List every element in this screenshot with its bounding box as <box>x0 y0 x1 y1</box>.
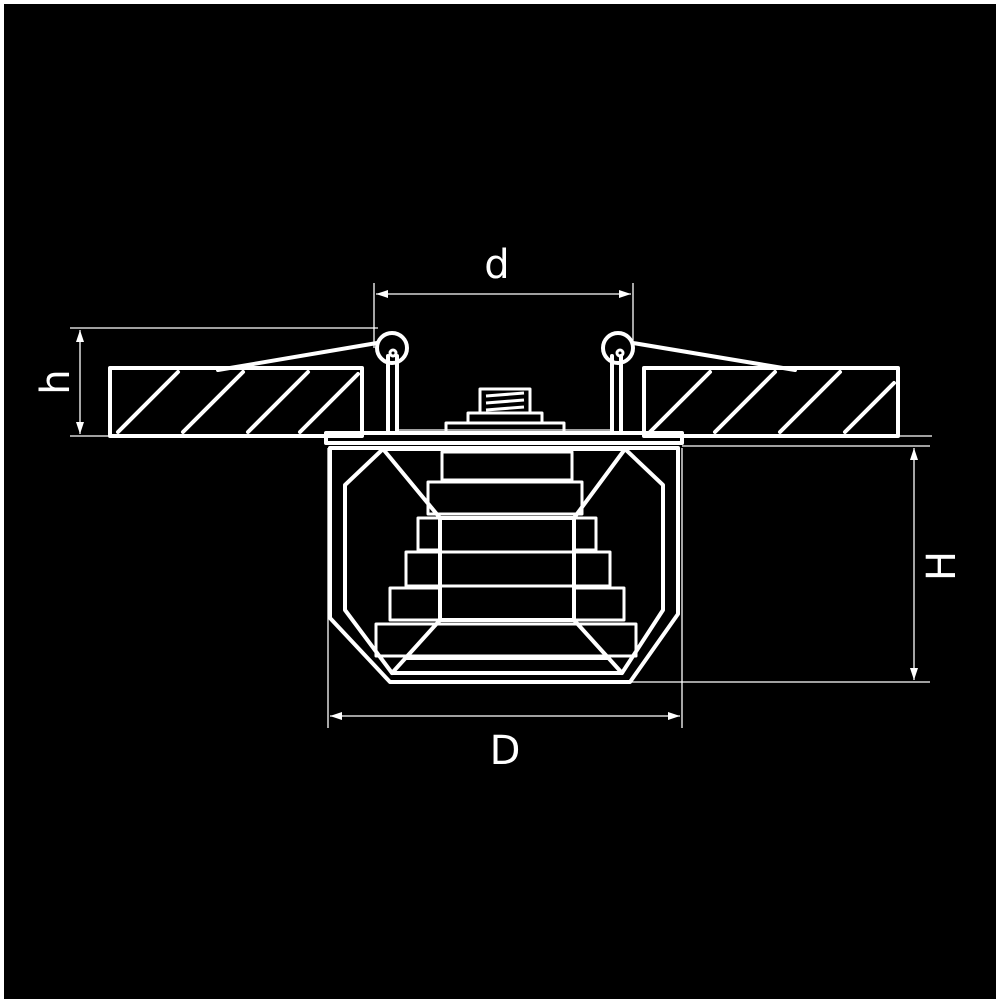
dimension-label-D: D <box>490 728 521 774</box>
lamp-socket <box>444 387 566 435</box>
crystal-body <box>328 446 680 684</box>
ceiling-plate-left <box>108 366 364 438</box>
technical-drawing: d h H D <box>33 242 965 774</box>
mounting-flange <box>324 429 684 445</box>
dimension-h: h <box>33 327 932 437</box>
dimension-label-h: h <box>33 369 79 394</box>
dimension-label-H: H <box>919 551 965 581</box>
dimension-label-d: d <box>484 242 509 288</box>
dimension-d: d <box>373 242 634 348</box>
spring-clip-left <box>216 331 409 434</box>
dimension-D: D <box>327 448 683 774</box>
spring-clip-right <box>601 331 797 434</box>
diagram-canvas: d h H D <box>4 4 996 999</box>
ceiling-plate-right <box>642 366 900 438</box>
dimension-H: H <box>630 445 965 683</box>
